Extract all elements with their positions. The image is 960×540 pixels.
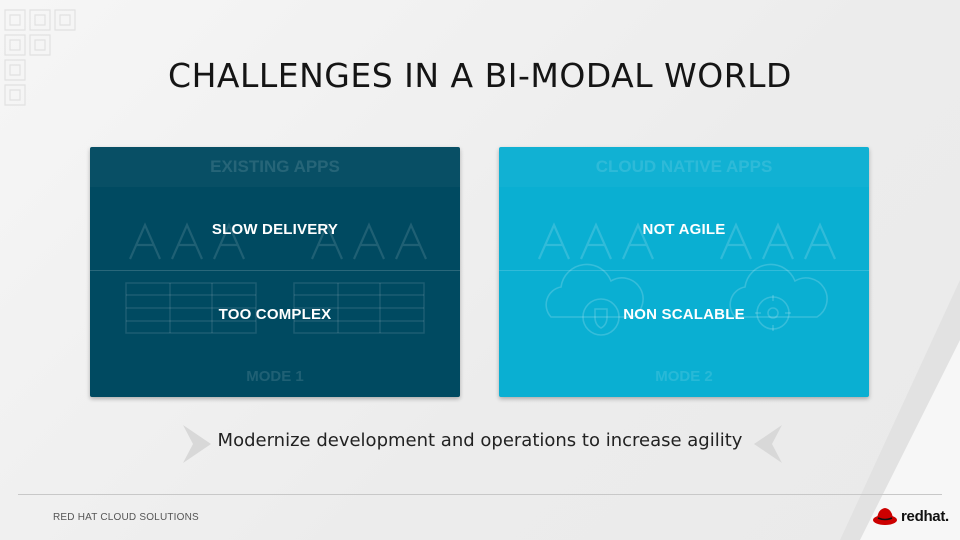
slide-caption: Modernize development and operations to …	[217, 430, 743, 451]
mode-label: MODE 1	[246, 368, 304, 385]
panel-heading: CLOUD NATIVE APPS	[595, 157, 773, 176]
a-frame-icon	[128, 222, 428, 260]
redhat-logo: redhat.	[872, 505, 949, 527]
footer-label: RED HAT CLOUD SOLUTIONS	[53, 512, 199, 523]
chevron-left-icon	[754, 425, 782, 463]
slow-delivery-label: SLOW DELIVERY	[211, 221, 339, 238]
redhat-logo-icon	[873, 508, 897, 525]
non-scalable-label: NON SCALABLE	[623, 306, 745, 323]
brand-wordmark: redhat.	[901, 507, 949, 525]
a-frame-icon	[537, 222, 837, 260]
server-rack-icon	[125, 282, 425, 334]
chevron-right-icon	[183, 425, 211, 463]
mode1-panel: EXISTING APPS SLOW DELIVERY TOO COMPLEX …	[90, 147, 460, 397]
panel-divider	[90, 270, 460, 271]
corner-fold-shape	[840, 280, 960, 540]
footer-divider	[18, 494, 942, 495]
cloud-shield-icon	[545, 263, 828, 336]
corner-pattern-icon	[4, 9, 76, 106]
slide-title: CHALLENGES IN A BI-MODAL WORLD	[168, 56, 792, 95]
mode-label: MODE 2	[655, 368, 713, 385]
mode2-panel: CLOUD NATIVE APPS NOT AGILE NON SCALABLE…	[499, 147, 869, 397]
too-complex-label: TOO COMPLEX	[218, 306, 332, 323]
panel-divider	[499, 270, 869, 271]
panel-heading: EXISTING APPS	[210, 157, 340, 176]
not-agile-label: NOT AGILE	[642, 221, 726, 238]
